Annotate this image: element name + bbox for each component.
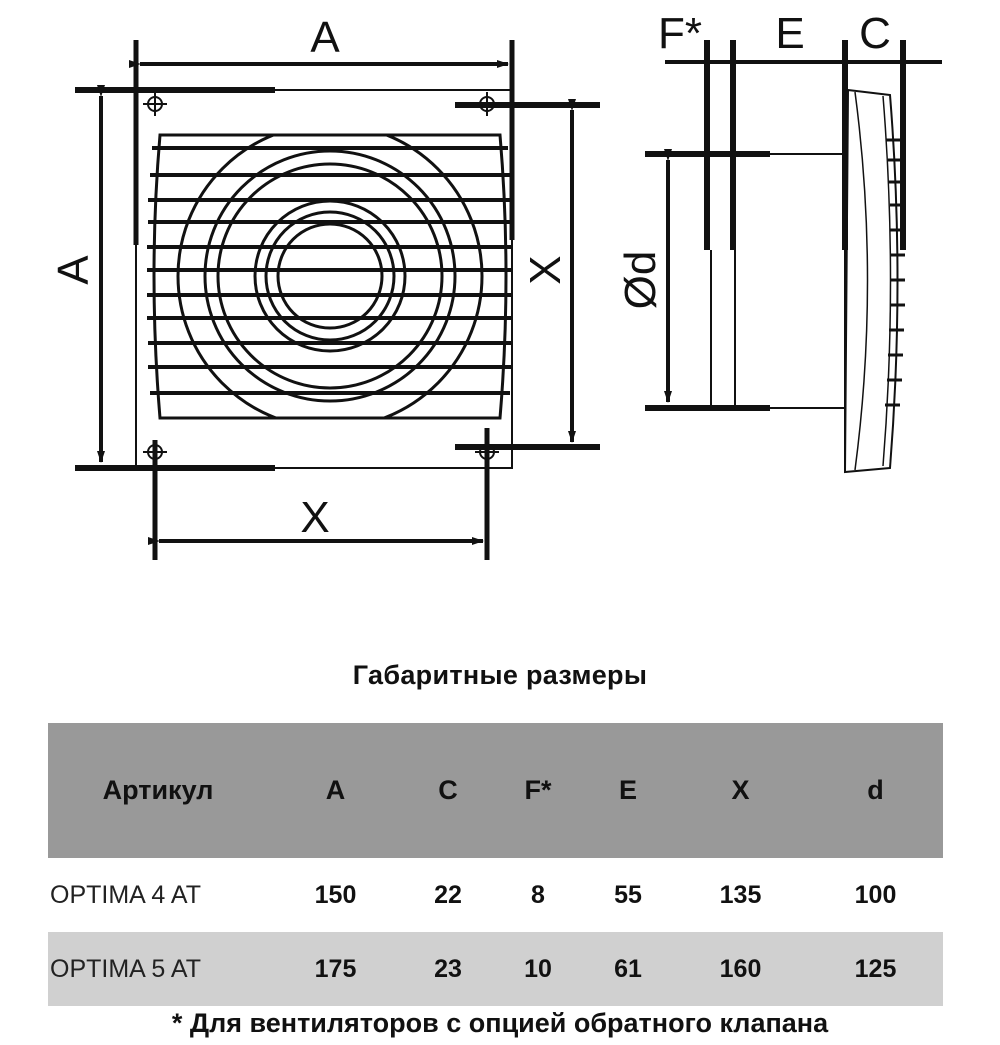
header-d: d [867, 775, 884, 805]
dim-label-left-a: A [49, 255, 98, 285]
dimensions-table: Артикул A C F* E X d OPTIMA 4 AT 150 22 … [48, 723, 943, 1006]
value-f: 8 [531, 880, 545, 909]
model-name: OPTIMA 4 AT [50, 880, 201, 909]
dim-label-bottom-x: X [300, 493, 329, 542]
footnote: * Для вентиляторов с опцией обратного кл… [171, 1008, 829, 1038]
model-name: OPTIMA 5 AT [50, 954, 201, 983]
value-f: 10 [524, 954, 552, 983]
value-x: 135 [719, 880, 762, 909]
dim-label-c: C [859, 9, 891, 58]
dim-label-top-a: A [310, 13, 340, 62]
value-c: 22 [434, 880, 462, 909]
table-header-row: Артикул A C F* E X d [48, 723, 943, 858]
value-x: 160 [719, 954, 762, 983]
table-row: OPTIMA 5 AT 175 23 10 61 160 125 [48, 932, 943, 1006]
value-a: 150 [314, 880, 357, 909]
table-title: Габаритные размеры [352, 660, 648, 690]
value-d: 125 [854, 954, 897, 983]
header-a: A [325, 775, 346, 805]
header-article: Артикул [102, 775, 214, 805]
dim-label-right-x: X [521, 255, 570, 284]
value-a: 175 [314, 954, 357, 983]
header-c: C [438, 775, 458, 805]
header-x: X [731, 775, 750, 805]
dim-label-f: F* [658, 9, 702, 58]
dim-label-e: E [775, 9, 804, 58]
front-view [75, 40, 600, 560]
value-c: 23 [434, 954, 462, 983]
value-e: 61 [614, 954, 642, 983]
header-e: E [618, 775, 637, 805]
dimension-drawing: A A X X F* E C Ød [49, 9, 942, 560]
dim-label-diameter: Ød [616, 251, 665, 310]
table-row: OPTIMA 4 AT 150 22 8 55 135 100 [48, 858, 943, 932]
value-d: 100 [854, 880, 897, 909]
header-f: F* [524, 775, 552, 805]
side-view [645, 40, 942, 474]
value-e: 55 [614, 880, 642, 909]
